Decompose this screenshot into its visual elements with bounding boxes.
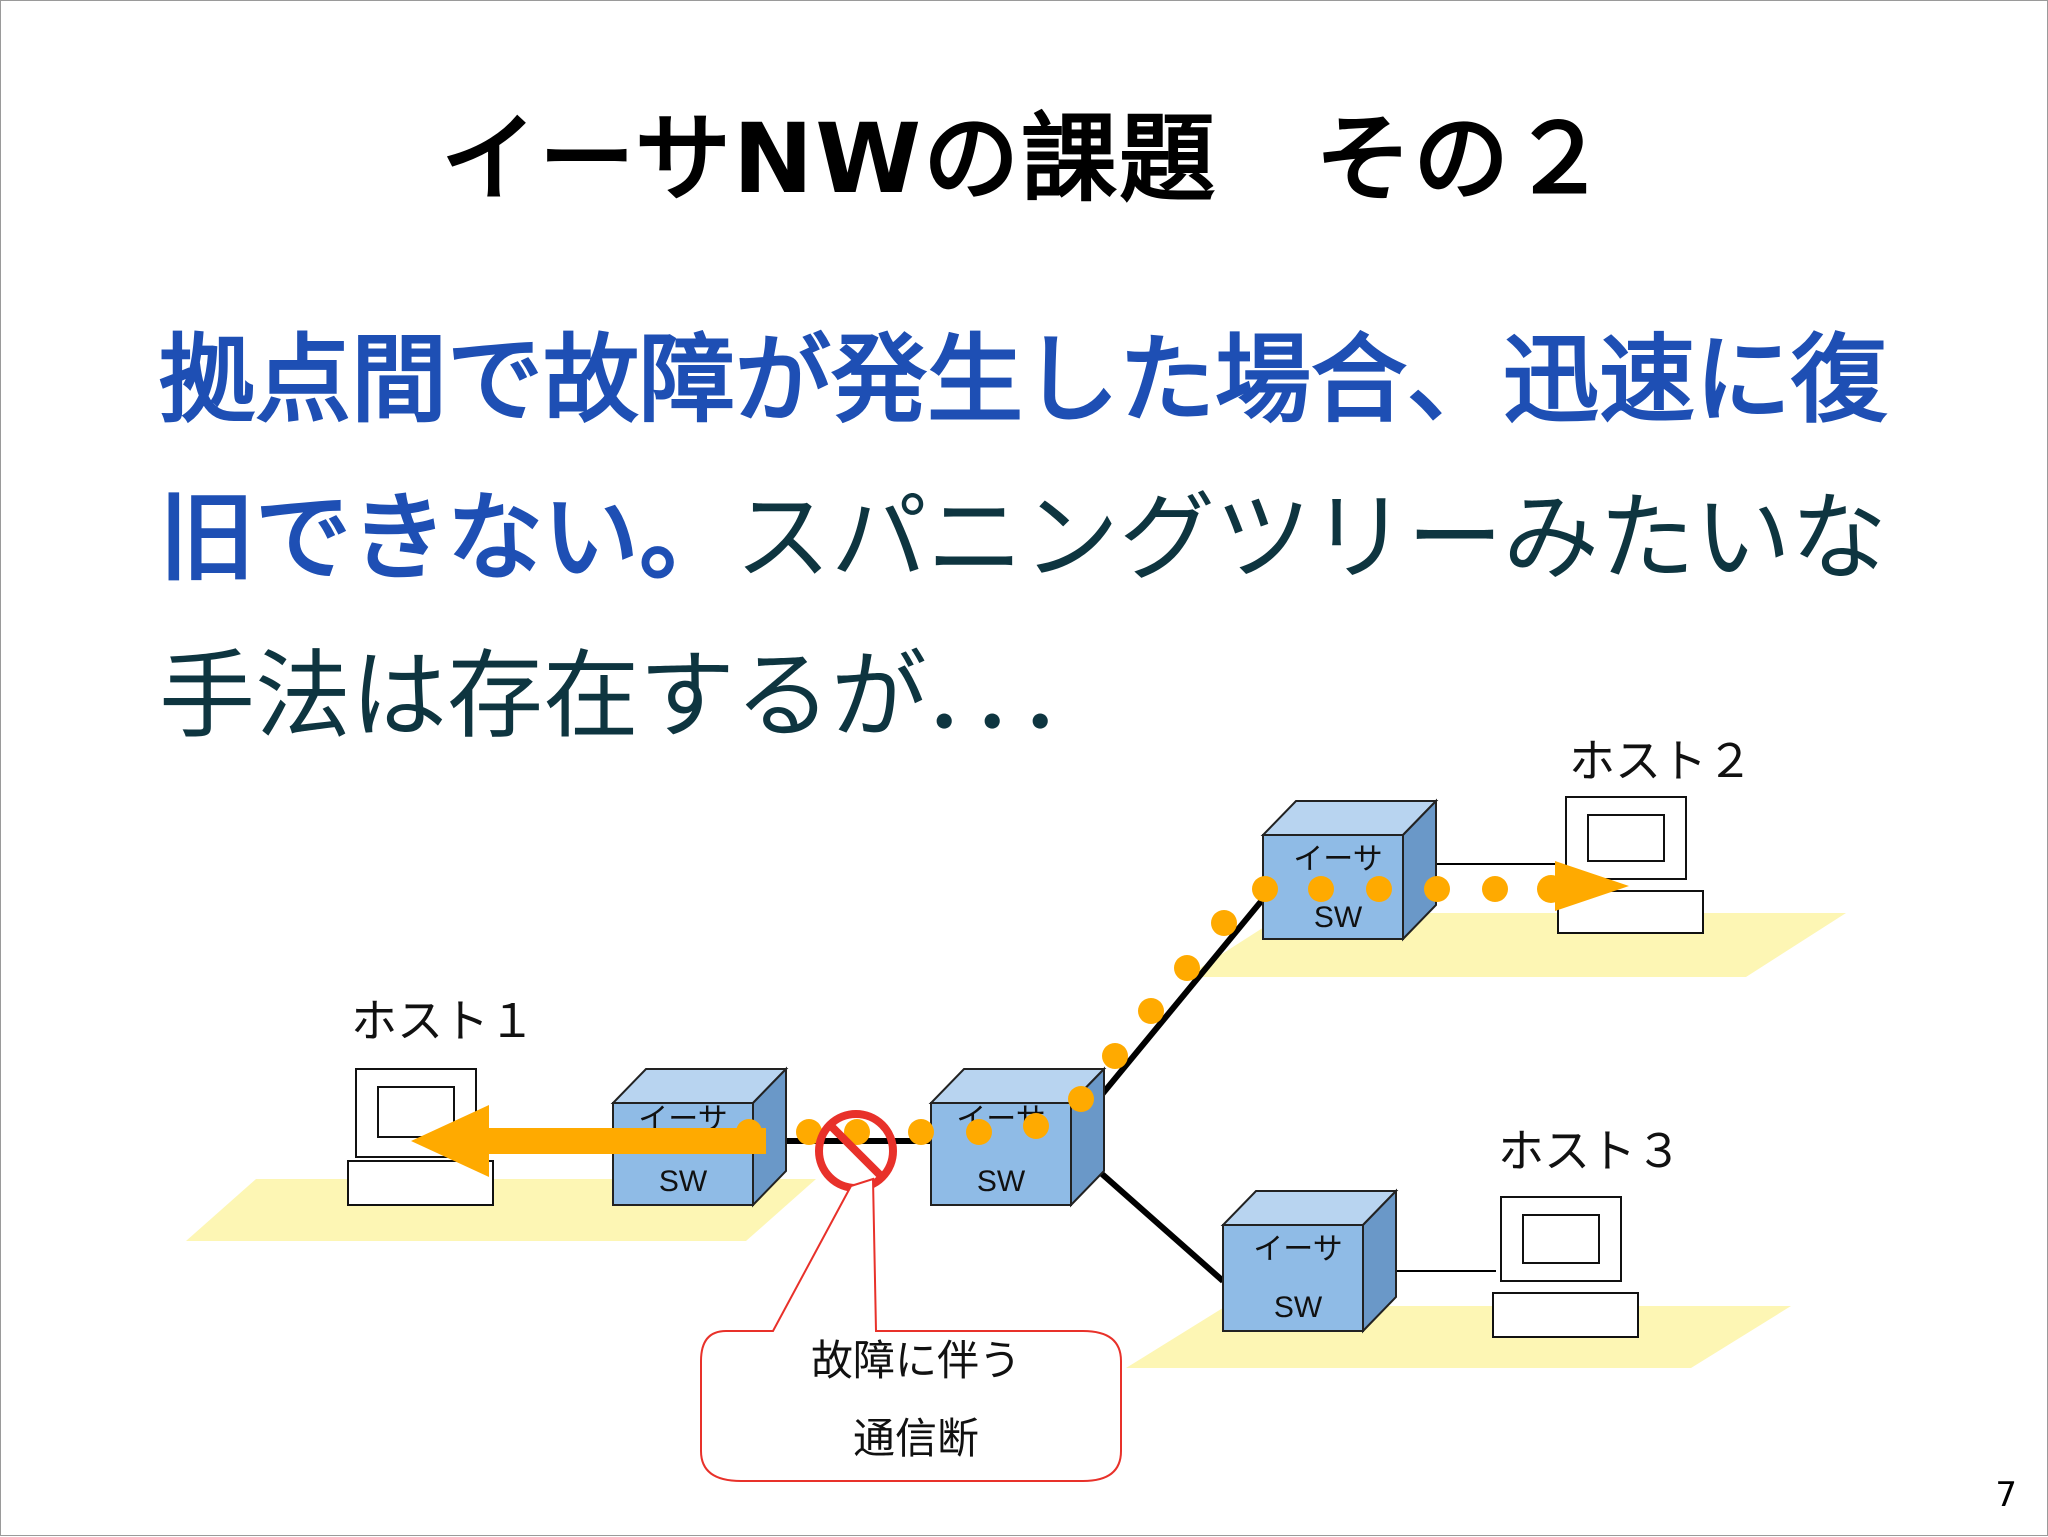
computer-icon <box>347 1068 494 1206</box>
host1-label: ホスト１ <box>351 995 535 1047</box>
host3-label: ホスト３ <box>1498 1125 1682 1177</box>
switch3-label-bottom: SW <box>1314 901 1363 934</box>
callout-line1: 故障に伴う <box>811 1337 1021 1384</box>
slide-body: 拠点間で故障が発生した場合、迅速に復旧できない。スパニングツリーみたいな手法は存… <box>159 301 1919 775</box>
body-emphasis: 拠点間で故障が発生した場合、迅速に復旧できない。 <box>159 324 1887 594</box>
host2-label: ホスト２ <box>1569 735 1753 787</box>
traffic-dotted-path <box>736 861 1629 1145</box>
failure-callout: 故障に伴う 通信断 <box>700 1177 1122 1482</box>
switch4-label-top: イーサ <box>1253 1233 1342 1266</box>
body-normal: スパニングツリーみたいな手法は存在するが．．． <box>159 482 1887 752</box>
link-sw2-sw3 <box>1073 897 1266 1128</box>
computer-icon <box>1557 796 1704 934</box>
switch4-label-bottom: SW <box>1274 1291 1323 1324</box>
switch-cube-icon: イーサ SW <box>1220 1188 1399 1334</box>
slide-title: イーサNWの課題 その２ <box>440 103 1610 215</box>
switch-cube-icon: イーサ SW <box>1260 798 1439 942</box>
callout-line2: 通信断 <box>853 1415 979 1462</box>
traffic-arrowhead-host1 <box>411 1105 489 1177</box>
page-number: 7 <box>1995 1475 2017 1515</box>
switch3-label-top: イーサ <box>1293 843 1382 876</box>
computer-icon <box>1492 1196 1639 1338</box>
switch2-label-bottom: SW <box>977 1165 1026 1198</box>
switch1-label-bottom: SW <box>659 1165 708 1198</box>
